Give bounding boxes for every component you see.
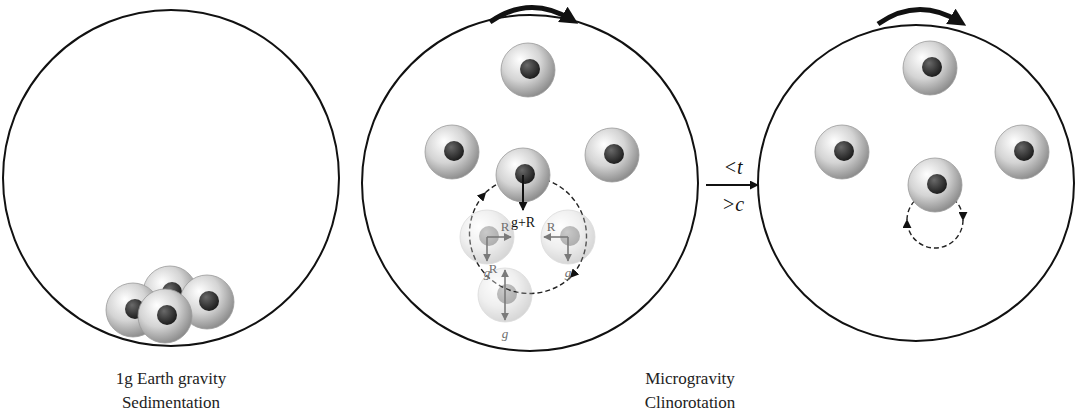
cell (138, 289, 192, 343)
cell (903, 41, 957, 95)
vector-label: g (502, 327, 509, 340)
force-vector (486, 237, 488, 261)
force-vector (504, 295, 506, 320)
rotation-arrow (490, 7, 572, 22)
force-vector (487, 236, 511, 238)
panel-caption: Clinorotation (645, 394, 736, 411)
cell (908, 158, 962, 212)
ghost-cell (460, 210, 514, 264)
condition-label: <t (723, 157, 742, 177)
orbit-path (907, 220, 963, 248)
panel-caption: 1g Earth gravity (116, 370, 226, 387)
panel-caption: Sedimentation (122, 394, 220, 411)
force-vector (544, 236, 568, 238)
cell (815, 125, 869, 179)
condition-label: >c (722, 194, 744, 214)
cell (585, 128, 639, 182)
rotation-arrow (878, 9, 960, 24)
ghost-cell (541, 210, 595, 264)
force-vector (567, 237, 569, 261)
cell (995, 125, 1049, 179)
vessel-circle (3, 10, 339, 346)
vector-label: g+R (511, 216, 535, 230)
force-vector (522, 175, 524, 210)
cell (501, 43, 555, 97)
vector-label: g (484, 266, 491, 279)
vector-label: R (547, 220, 556, 233)
panel-caption: Microgravity (645, 370, 735, 387)
transition-arrow (706, 184, 758, 186)
vessel-circle (758, 25, 1074, 341)
vector-label: g (565, 266, 572, 279)
cell (425, 125, 479, 179)
vessel-circle (362, 15, 698, 351)
force-vector (504, 270, 506, 295)
vector-label: R (501, 220, 510, 233)
